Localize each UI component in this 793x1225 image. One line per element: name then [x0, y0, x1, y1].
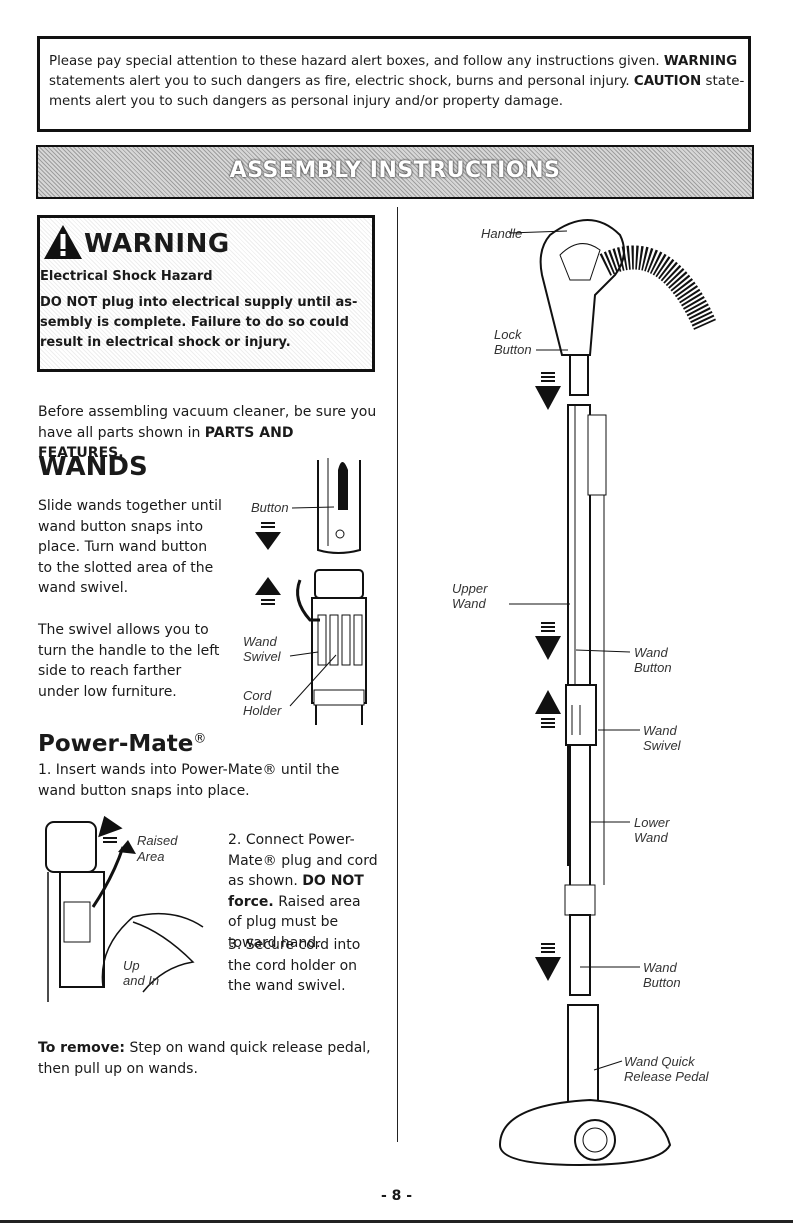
power-mate-step-1: 1. Insert wands into Power-Mate® until t… [38, 762, 340, 799]
power-mate-step-3: 3. Secure cord into the cord holder on t… [228, 937, 361, 994]
up-arrow-icon [535, 690, 561, 728]
vacuum-assembly-illustration [498, 219, 716, 1167]
label-handle: Handle [481, 226, 523, 241]
label-lower-a: Lower [634, 815, 670, 830]
label-lock: Lock [494, 327, 522, 342]
label-lock-button: Button [494, 342, 532, 357]
hazard-text-1: Please pay special attention to these ha… [49, 54, 660, 69]
hazard-alert-box [37, 36, 751, 132]
hazard-alert-text: Please pay special attention to these ha… [49, 52, 749, 112]
label-button: Button [251, 500, 289, 515]
remove-instructions: To remove: Step on wand quick release pe… [38, 1038, 378, 1079]
power-mate-heading: Power-Mate® [38, 731, 206, 757]
label-holder: Holder [243, 703, 282, 718]
banner-title: ASSEMBLY INSTRUCTIONS [229, 158, 561, 183]
label-up: Up [123, 958, 140, 973]
intro-text: Before assembling vacuum cleaner, be sur… [38, 402, 378, 464]
warning-title: WARNING [84, 229, 230, 259]
label-wand-button-1a: Wand [634, 645, 668, 660]
plug-connect-illustration [45, 821, 204, 1002]
step-2-do-not-force: DO NOT force. [228, 873, 364, 910]
up-arrow-icon [98, 815, 123, 843]
warning-body: DO NOT plug into electrical supply until… [40, 295, 358, 350]
intro-sentence: Before assembling vacuum cleaner, be sur… [38, 404, 377, 441]
wand-swivel-illustration [296, 458, 367, 725]
label-swivel: Swivel [243, 649, 281, 664]
bottom-rule [0, 1220, 793, 1223]
label-wand-swivel-b: Swivel [643, 738, 681, 753]
hazard-text-2: statements alert you to such dangers as … [49, 74, 630, 89]
warning-subtitle: Electrical Shock Hazard [40, 269, 213, 284]
wands-heading: WANDS [38, 452, 148, 482]
hazard-warning-word: WARNING [663, 54, 738, 69]
step-2-text: Connect Power-Mate® plug and cord as sho… [228, 832, 378, 889]
down-arrow-icon [535, 372, 561, 410]
label-wand-swivel-a: Wand [643, 723, 677, 738]
power-mate-title: Power-Mate [38, 731, 194, 757]
hazard-text-3: state­ments alert you to such dangers as… [49, 74, 745, 109]
label-raised: Raised [137, 833, 178, 848]
registered-mark: ® [193, 731, 207, 747]
step-2-rest: Raised area of plug must be toward hand. [228, 893, 361, 951]
power-mate-step-2: 2. Connect Power-Mate® plug and cord as … [228, 830, 378, 953]
remove-label: To remove: [38, 1040, 126, 1056]
intro-parts-ref: PARTS AND FEATURES. [38, 424, 294, 462]
up-arrow-icon [255, 577, 281, 605]
down-arrow-icon [535, 622, 561, 660]
label-upper-wand: Wand [452, 596, 486, 611]
label-cord: Cord [243, 688, 272, 703]
wands-para-1: Slide wands together until wand button s… [38, 498, 222, 596]
label-quick-release-a: Wand Quick [624, 1054, 695, 1069]
wands-para-2: The swivel allows you to turn the handle… [38, 622, 220, 700]
label-quick-release-b: Release Pedal [624, 1069, 709, 1084]
down-arrow-icon [255, 522, 281, 550]
label-wand: Wand [243, 634, 277, 649]
step-2-number: 2. [228, 832, 242, 848]
hazard-caution-word: CAUTION [633, 74, 702, 89]
page-number: - 8 - [380, 1188, 413, 1204]
label-upper: Upper [452, 581, 488, 596]
assembly-banner [36, 145, 754, 199]
label-and-in: and In [123, 973, 160, 988]
label-wand-button-2b: Button [643, 975, 681, 990]
label-lower-b: Wand [634, 830, 668, 845]
column-divider [397, 207, 398, 1142]
warning-box [37, 215, 375, 372]
label-wand-button-2a: Wand [643, 960, 677, 975]
remove-text: Step on wand quick release pedal, then p… [38, 1040, 371, 1077]
warning-triangle-icon [44, 225, 82, 259]
down-arrow-icon [535, 943, 561, 981]
label-wand-button-1b: Button [634, 660, 672, 675]
label-area: Area [137, 849, 165, 864]
